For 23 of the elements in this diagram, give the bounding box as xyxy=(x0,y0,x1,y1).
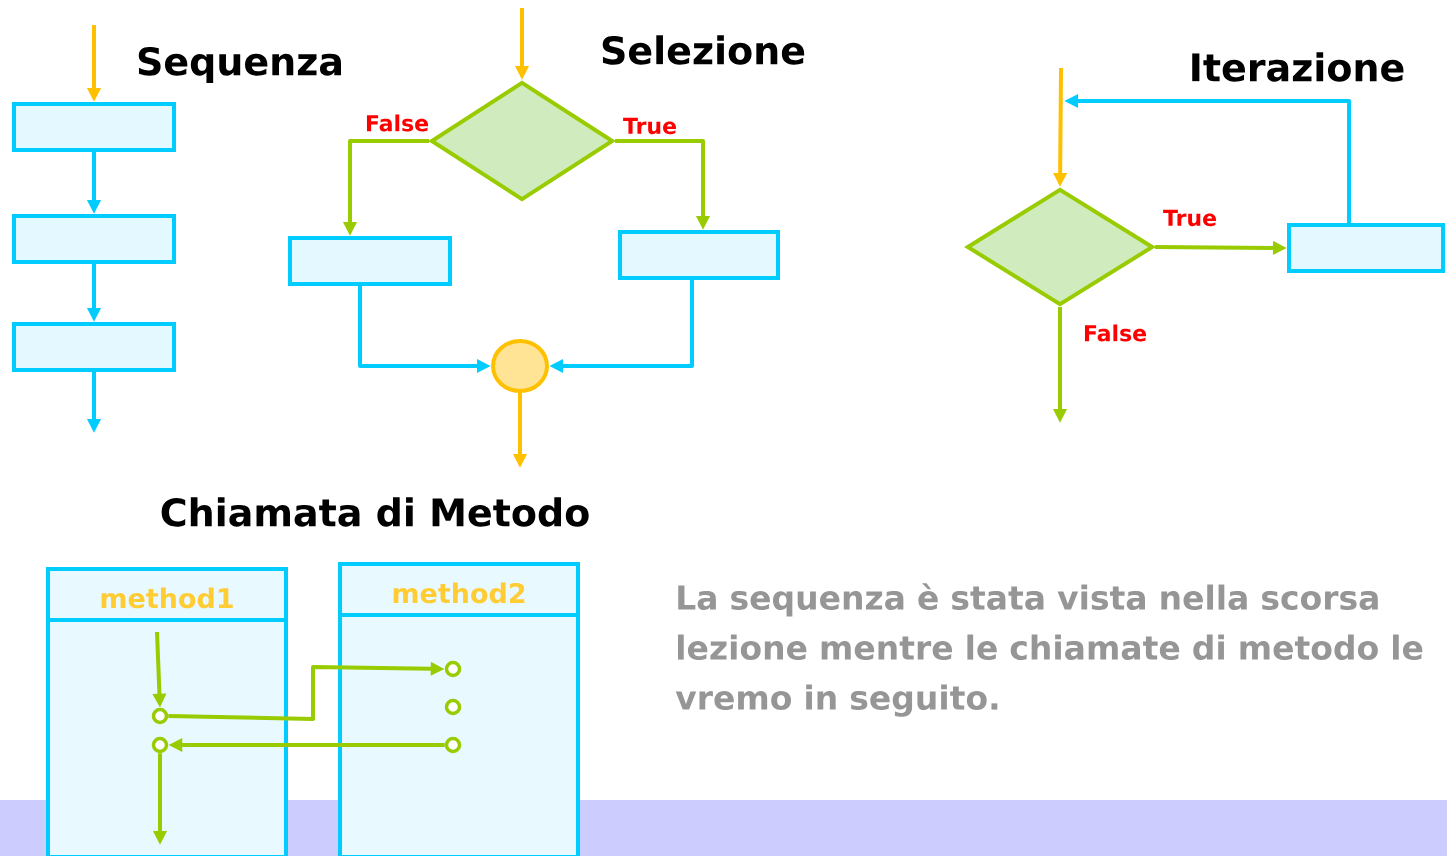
call-point xyxy=(444,698,462,716)
junction-circle xyxy=(491,339,549,393)
process-box xyxy=(288,236,452,286)
method-box: method1 xyxy=(46,567,288,856)
note-text: La sequenza è stata vista nella scorsa lezione mentre le chiamate di metodo le vremo in seguito. xyxy=(675,583,1423,717)
call-point xyxy=(151,736,169,754)
process-box xyxy=(12,102,176,152)
process-box xyxy=(618,230,780,280)
method-box: method2 xyxy=(338,562,580,856)
process-box xyxy=(12,322,176,372)
section-heading: Sequenza xyxy=(138,46,341,84)
process-box xyxy=(12,214,176,264)
edge-label: False xyxy=(363,113,431,133)
section-heading: Chiamata di Metodo xyxy=(161,497,589,527)
section-heading: Iterazione xyxy=(1192,52,1404,82)
process-box xyxy=(1287,223,1445,273)
call-point xyxy=(444,736,462,754)
call-point xyxy=(151,707,169,725)
edge-label: True xyxy=(622,116,678,136)
call-point xyxy=(444,660,462,678)
edge-label: False xyxy=(1081,323,1149,343)
section-heading: Selezione xyxy=(602,35,805,65)
edge-label: True xyxy=(1162,208,1219,228)
